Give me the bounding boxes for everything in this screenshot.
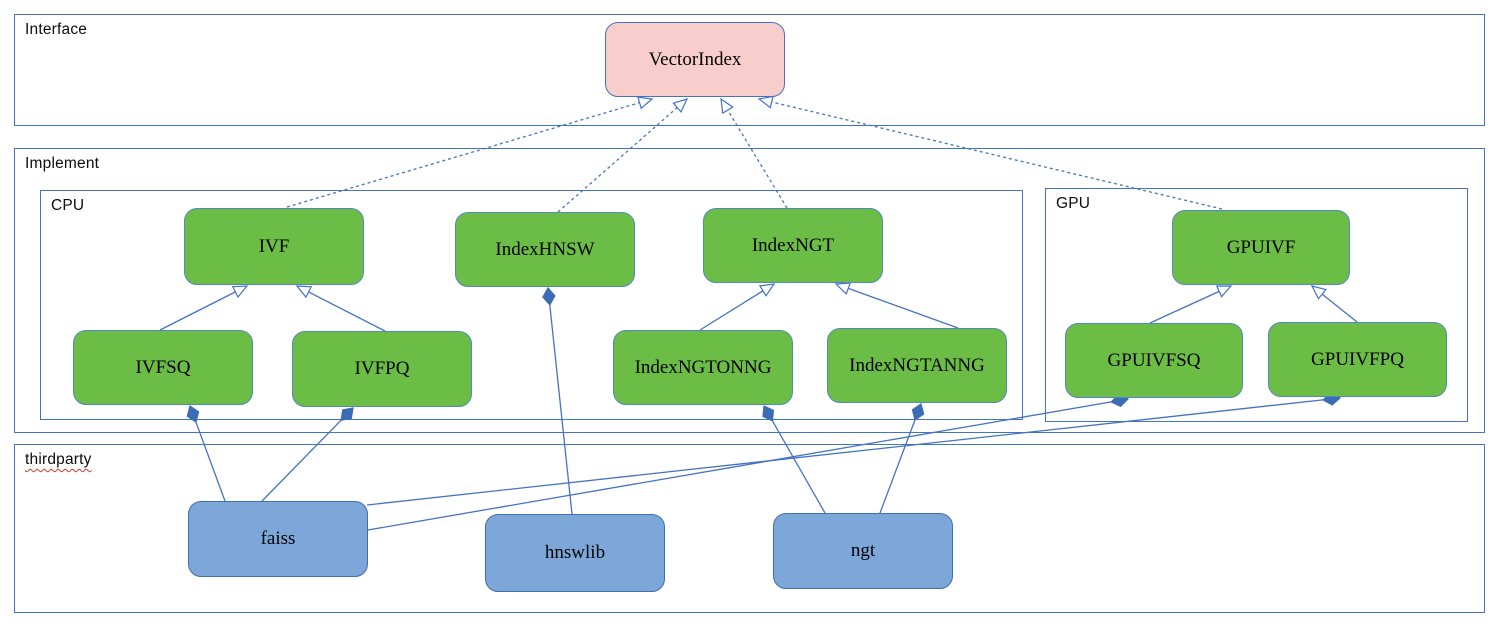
- node-vectorindex[interactable]: VectorIndex: [605, 22, 785, 97]
- triangle-arrowhead-icon: [637, 96, 654, 110]
- node-indexngtanng-label: IndexNGTANNG: [849, 354, 985, 376]
- triangle-arrowhead-icon: [758, 283, 776, 297]
- triangle-arrowhead-icon: [231, 285, 249, 299]
- node-indexngt-label: IndexNGT: [751, 234, 835, 256]
- node-indexngtonng[interactable]: IndexNGTONNG: [613, 330, 793, 405]
- section-interface[interactable]: Interface: [14, 14, 1485, 126]
- section-gpu-label: GPU: [1056, 195, 1091, 212]
- node-hnswlib-label: hnswlib: [544, 542, 606, 563]
- node-ngt[interactable]: ngt: [773, 513, 953, 589]
- edge-line: [159, 291, 236, 331]
- node-hnswlib[interactable]: hnswlib: [485, 514, 665, 592]
- edge-line: [286, 102, 640, 208]
- triangle-arrowhead-icon: [720, 97, 734, 115]
- edge-line: [549, 304, 573, 515]
- edge-indexngt-vectorindex[interactable]: [720, 97, 788, 209]
- edge-line: [195, 421, 226, 502]
- diamond-arrowhead-icon: [340, 407, 354, 421]
- section-gpu[interactable]: GPU: [1045, 188, 1468, 422]
- node-ivfpq[interactable]: IVFPQ: [292, 331, 472, 407]
- edge-ivfpq-ivf[interactable]: [295, 285, 386, 332]
- diamond-arrowhead-icon: [542, 286, 556, 306]
- node-ivf-label: IVF: [258, 235, 290, 257]
- node-indexhnsw[interactable]: IndexHNSW: [455, 212, 635, 287]
- triangle-arrowhead-icon: [295, 285, 313, 299]
- node-gpuivf-label: GPUIVF: [1226, 236, 1296, 258]
- edge-indexngtonng-indexngt[interactable]: [699, 283, 776, 331]
- node-gpuivfsq[interactable]: GPUIVFSQ: [1065, 323, 1243, 398]
- edge-ivf-vectorindex[interactable]: [286, 96, 654, 208]
- node-ivfsq[interactable]: IVFSQ: [73, 330, 253, 405]
- section-thirdparty[interactable]: thirdparty: [14, 444, 1485, 613]
- node-ivfpq-label: IVFPQ: [354, 358, 410, 379]
- edge-ngt-indexngtonng[interactable]: [762, 405, 826, 514]
- node-gpuivfpq-label: GPUIVFPQ: [1311, 348, 1404, 370]
- section-cpu-label: CPU: [51, 197, 85, 214]
- triangle-arrowhead-icon: [1310, 285, 1327, 300]
- node-indexhnsw-label: IndexHNSW: [495, 238, 595, 260]
- edge-line: [366, 399, 1324, 506]
- node-ivf[interactable]: IVF: [184, 208, 364, 285]
- edge-hnswlib-indexhnsw[interactable]: [542, 286, 573, 515]
- section-implement[interactable]: Implement: [14, 148, 1485, 433]
- node-faiss[interactable]: faiss: [188, 501, 368, 577]
- edge-line: [727, 109, 788, 209]
- edge-ngt-indexngtanng[interactable]: [879, 403, 925, 514]
- section-implement-label: Implement: [25, 155, 100, 172]
- node-ivfsq-label: IVFSQ: [135, 356, 191, 378]
- section-thirdparty-label: thirdparty: [25, 451, 92, 468]
- edge-line: [771, 420, 826, 514]
- edge-gpuivfpq-gpuivf[interactable]: [1310, 285, 1358, 323]
- edge-faiss-ivfsq[interactable]: [186, 405, 226, 502]
- edge-faiss-gpuivfpq[interactable]: [366, 392, 1342, 506]
- edge-line: [879, 419, 916, 514]
- edge-line: [308, 291, 386, 332]
- triangle-arrowhead-icon: [757, 95, 774, 109]
- edge-indexhnsw-vectorindex[interactable]: [557, 98, 689, 213]
- triangle-arrowhead-icon: [672, 98, 689, 113]
- edge-indexngtanng-indexngt[interactable]: [834, 282, 959, 329]
- node-gpuivf[interactable]: GPUIVF: [1172, 210, 1350, 285]
- triangle-arrowhead-icon: [1215, 285, 1233, 298]
- edge-line: [848, 287, 959, 329]
- edge-line: [771, 101, 1223, 210]
- edge-gpuivf-vectorindex[interactable]: [757, 95, 1223, 210]
- edge-line: [699, 290, 764, 331]
- edge-faiss-gpuivfsq[interactable]: [367, 393, 1130, 531]
- node-vectorindex-label: VectorIndex: [648, 48, 742, 70]
- node-gpuivfpq[interactable]: GPUIVFPQ: [1268, 322, 1447, 397]
- section-interface-label: Interface: [25, 21, 88, 38]
- edge-faiss-ivfpq[interactable]: [261, 407, 354, 502]
- diamond-arrowhead-icon: [911, 403, 925, 421]
- section-cpu[interactable]: CPU: [40, 190, 1023, 420]
- edge-gpuivfsq-gpuivf[interactable]: [1149, 285, 1233, 324]
- node-indexngt[interactable]: IndexNGT: [703, 208, 883, 283]
- node-indexngtanng[interactable]: IndexNGTANNG: [827, 328, 1007, 403]
- edge-line: [1321, 293, 1358, 323]
- edge-line: [557, 107, 678, 213]
- edge-ivfsq-ivf[interactable]: [159, 285, 249, 331]
- diamond-arrowhead-icon: [762, 405, 775, 422]
- node-gpuivfsq-label: GPUIVFSQ: [1107, 349, 1201, 371]
- node-faiss-label: faiss: [260, 528, 296, 549]
- diamond-arrowhead-icon: [186, 405, 200, 423]
- edge-line: [261, 419, 342, 502]
- edge-line: [1149, 290, 1220, 324]
- node-ngt-label: ngt: [850, 540, 876, 561]
- edge-line: [367, 401, 1112, 531]
- node-indexngtonng-label: IndexNGTONNG: [634, 356, 772, 378]
- triangle-arrowhead-icon: [834, 282, 852, 295]
